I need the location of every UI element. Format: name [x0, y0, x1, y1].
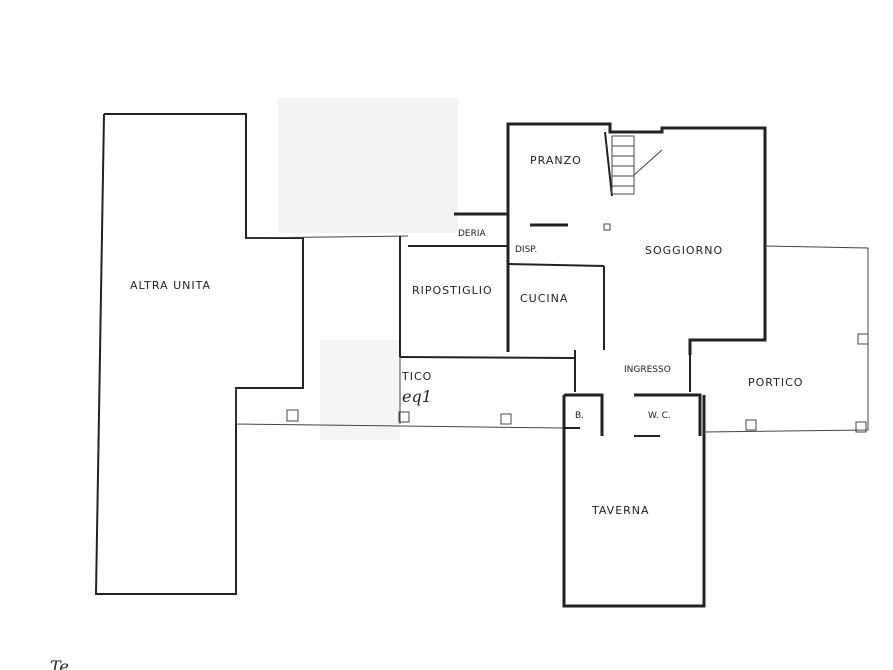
column [398, 411, 410, 423]
scan-smudge [320, 340, 400, 440]
room-label-soggiorno: SOGGIORNO [645, 244, 723, 257]
taverna-outline [562, 395, 706, 608]
room-label-altra-unita: ALTRA UNITA [130, 279, 211, 292]
column [855, 421, 867, 433]
room-label-bagno: B. [575, 411, 584, 421]
bagno-outline [564, 393, 604, 436]
wall [604, 131, 613, 197]
footer-fragment: Te [50, 657, 69, 670]
main-house-outline [506, 122, 767, 355]
room-label-cucina: CUCINA [520, 292, 568, 305]
room-label-ripostiglio: RIPOSTIGLIO [412, 284, 493, 297]
wall [507, 263, 605, 267]
link-wall [245, 235, 409, 239]
column [286, 409, 299, 422]
porch-edge-left [235, 388, 565, 429]
staircase [611, 135, 663, 195]
column [500, 413, 512, 425]
wc-outline [634, 393, 702, 436]
room-label-ingresso: INGRESSO [624, 365, 671, 375]
column [857, 333, 869, 345]
altra-unita-outline [94, 113, 304, 595]
room-label-dispensa: DISP. [515, 245, 537, 255]
pillar [603, 223, 611, 231]
wall [399, 356, 576, 359]
room-label-credenza: DERIA [458, 229, 487, 239]
column [745, 419, 757, 431]
room-label-pranzo: PRANZO [530, 154, 582, 167]
room-label-portico-east: PORTICO [748, 376, 803, 389]
handwritten-annotation: eq1 [402, 387, 432, 406]
room-label-taverna: TAVERNA [591, 504, 650, 517]
room-label-wc: W. C. [648, 411, 671, 421]
room-label-portico-west: TICO [401, 370, 432, 383]
scan-smudge [278, 98, 458, 233]
